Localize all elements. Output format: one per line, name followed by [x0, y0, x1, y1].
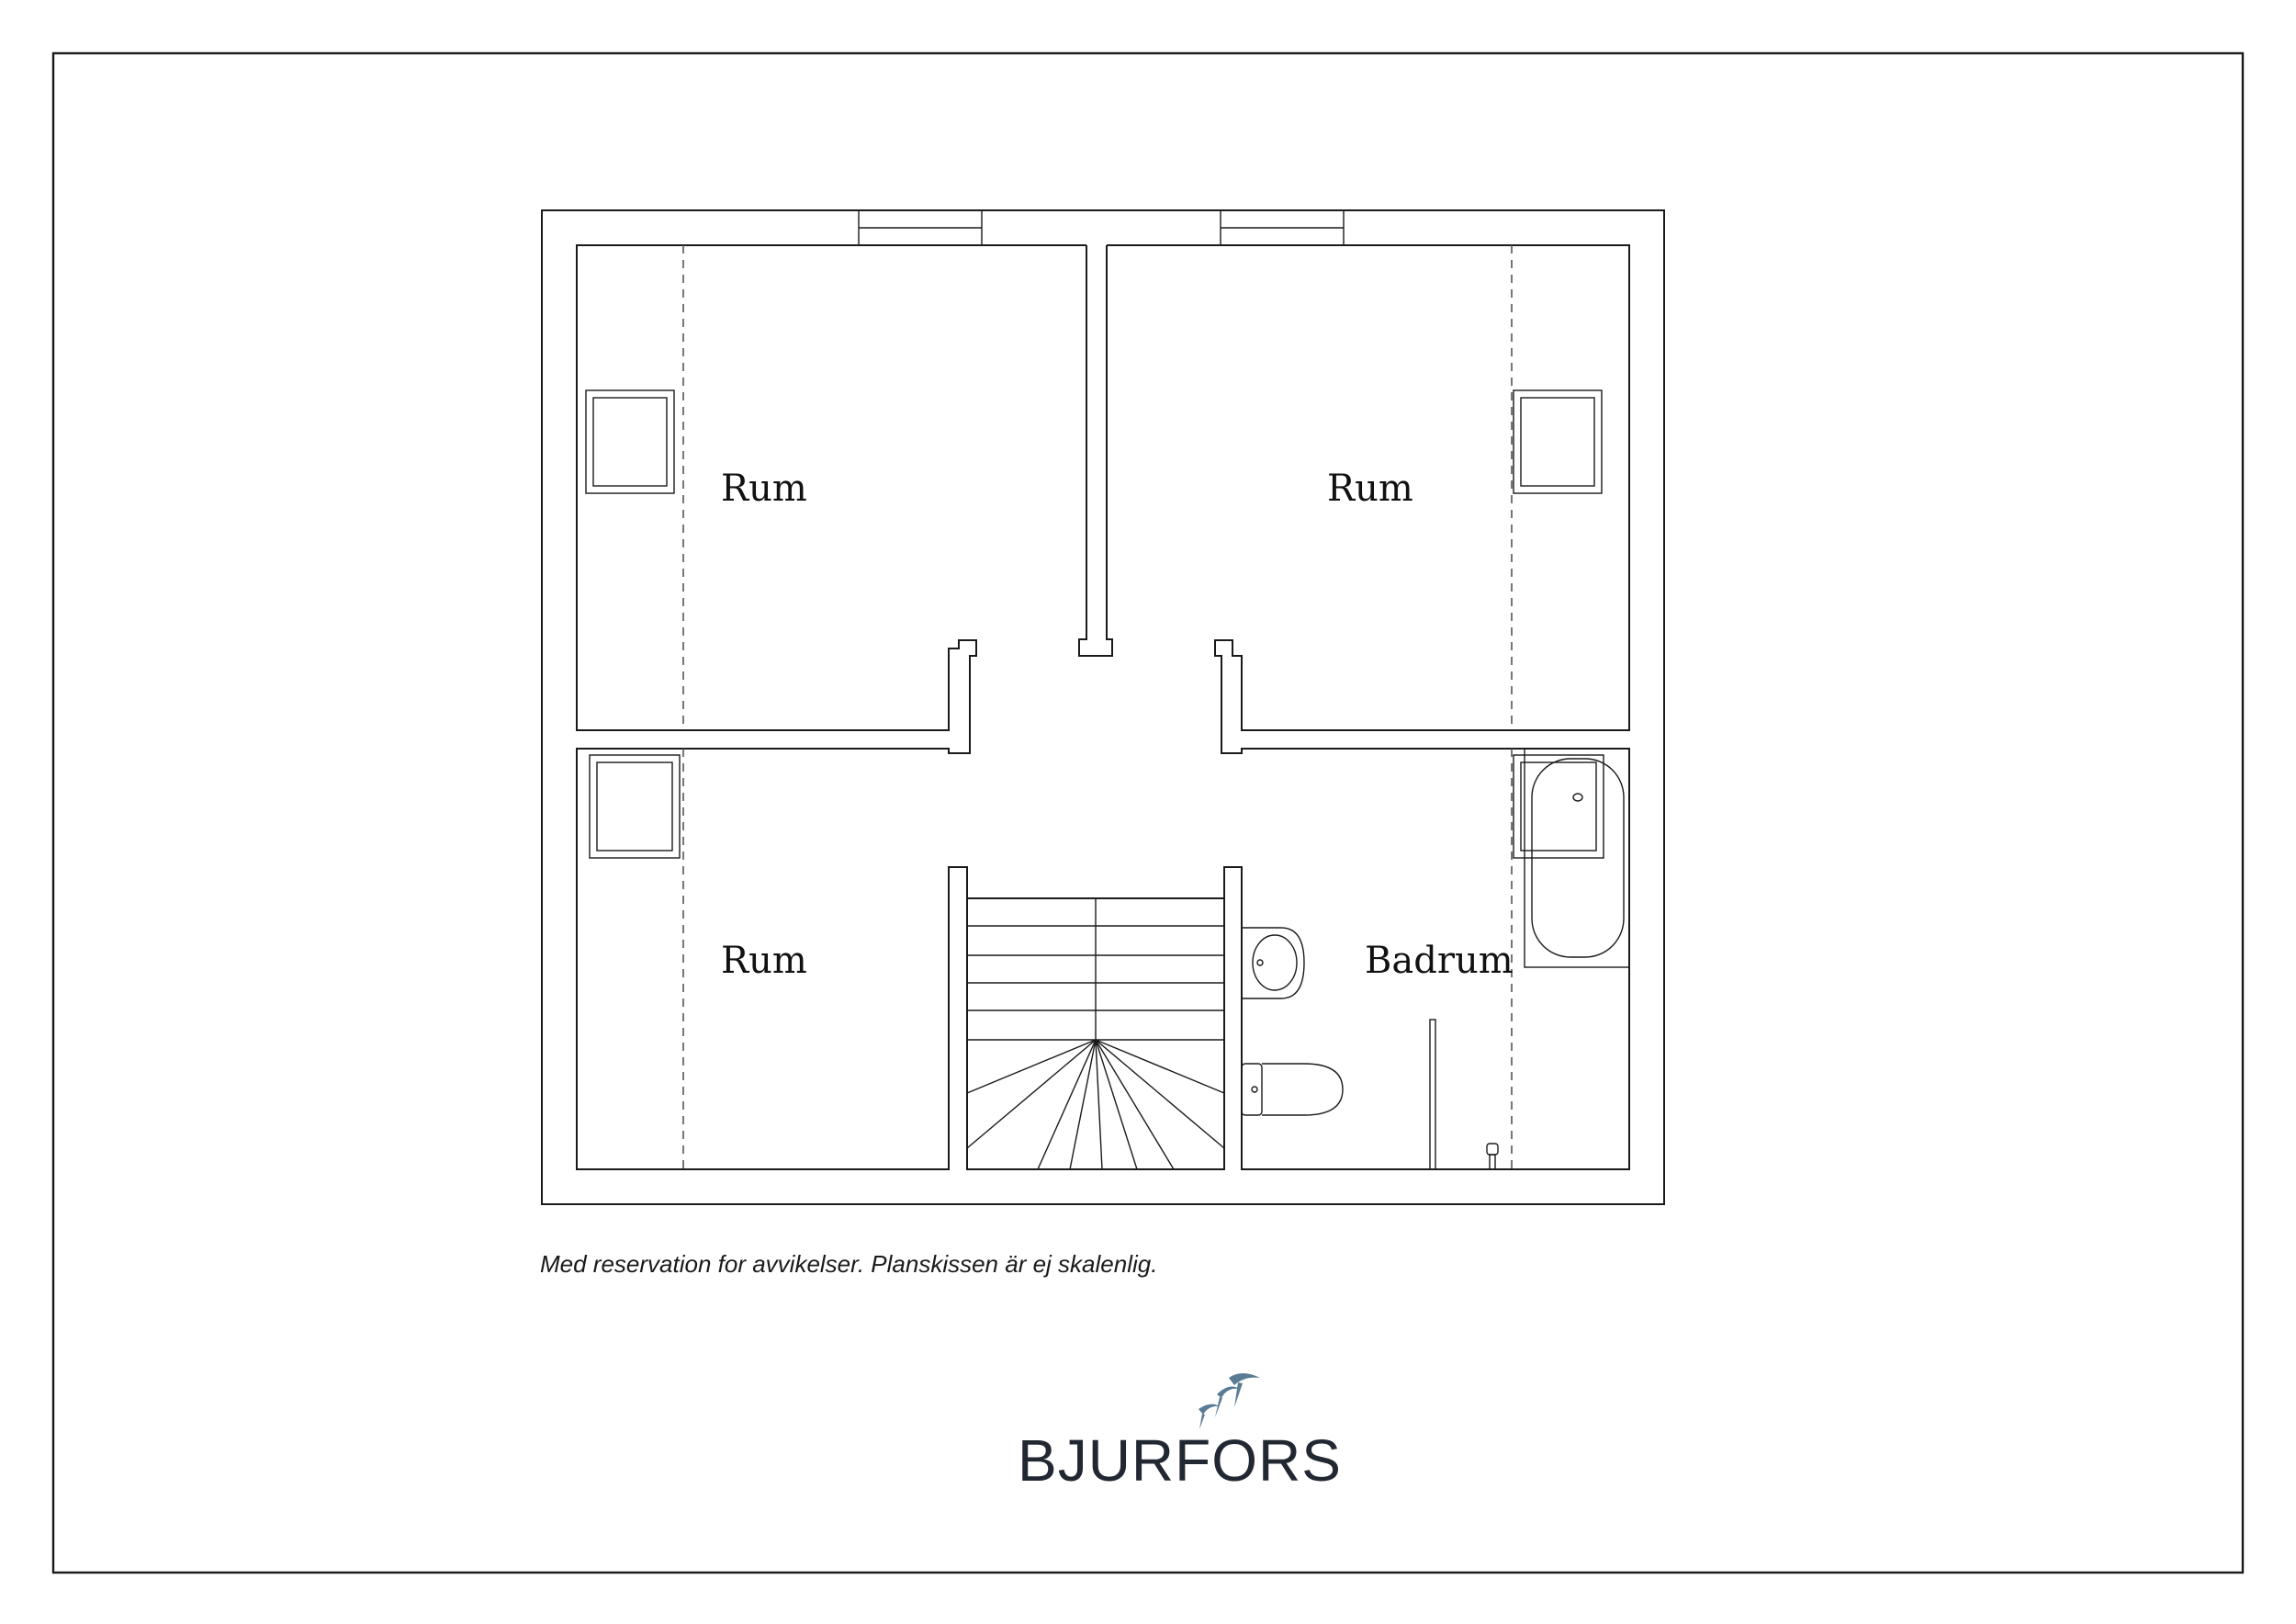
room-wall-bottom-left	[576, 748, 968, 1170]
birds-icon	[1199, 1373, 1260, 1429]
window-top-left	[858, 209, 983, 246]
center-wall	[1078, 245, 1113, 657]
room-label-top-right: Rum	[1327, 468, 1413, 510]
roof-window-bottom-left	[589, 754, 681, 859]
bathtub	[1524, 748, 1630, 968]
window-top-right	[1220, 209, 1345, 246]
outer-wall	[541, 209, 1665, 1205]
roof-window-top-right	[1513, 389, 1603, 494]
toilet	[1241, 1063, 1344, 1116]
floor-drain	[1486, 1143, 1499, 1170]
sink	[1242, 927, 1305, 999]
roof-window-top-left	[585, 389, 675, 494]
room-wall-top-right	[1107, 244, 1630, 754]
roof-window-badrum	[1513, 754, 1604, 859]
disclaimer-text: Med reservation for avvikelser. Planskis…	[540, 1250, 1157, 1278]
bath-partition	[1429, 1019, 1436, 1170]
room-label-top-left: Rum	[721, 468, 807, 510]
staircase	[966, 897, 1225, 1170]
room-label-bottom-left: Rum	[721, 940, 807, 982]
room-label-badrum: Badrum	[1365, 940, 1514, 982]
room-wall-top-left	[576, 244, 1086, 754]
logo-text: BJURFORS	[1018, 1427, 1342, 1494]
page-border	[51, 51, 2245, 1574]
